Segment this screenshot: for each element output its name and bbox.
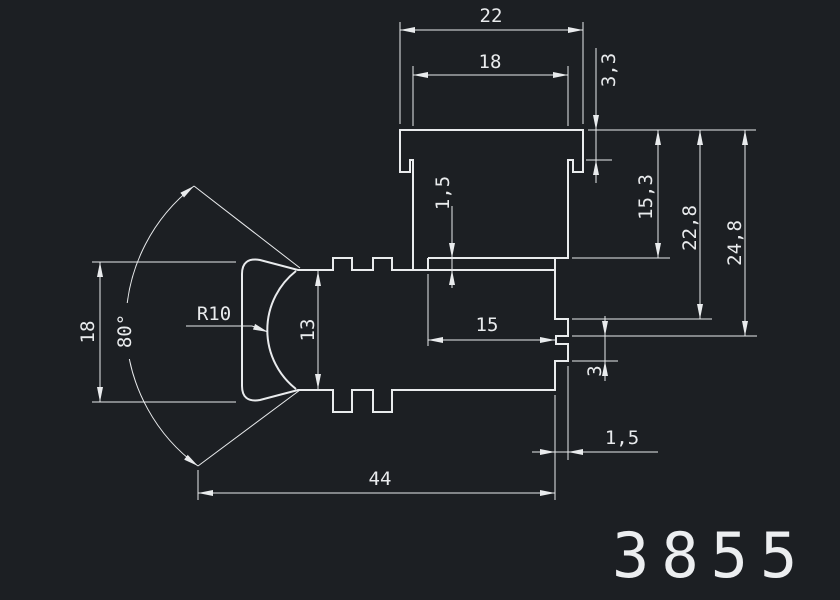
fan-line-bottom	[197, 389, 301, 467]
dim-notch-depth: 1,5	[532, 427, 658, 455]
dim-slot-step: 1,5	[432, 176, 455, 288]
part-number: 3855	[612, 519, 809, 592]
radius-leader	[186, 323, 269, 333]
dim-left-height-label: 18	[77, 321, 99, 344]
socket-arc	[266, 270, 297, 390]
dim-socket-radius-label: R10	[197, 303, 231, 325]
dim-flange-thickness-label: 3,3	[598, 53, 620, 87]
dim-height-to-slot: 15,3	[635, 130, 661, 258]
extension-lines	[92, 22, 757, 500]
profile-outline	[241, 129, 584, 413]
dim-slot-step-label: 1,5	[432, 176, 454, 210]
dim-slot-width-label: 15	[476, 314, 499, 336]
dim-left-height: 18	[77, 262, 103, 402]
dim-slot-width: 15	[428, 314, 555, 343]
dim-height-to-notch: 22,8	[679, 130, 703, 319]
dim-flange-thickness: 3,3	[593, 48, 620, 183]
dim-bottom-width: 44	[198, 468, 555, 496]
dim-height-to-notch-label: 22,8	[679, 205, 701, 251]
dim-top-body-width: 18	[413, 51, 568, 78]
dim-notch-depth-label: 1,5	[605, 427, 639, 449]
dim-height-overall-right: 24,8	[724, 130, 748, 336]
dim-notch-height-label: 3	[584, 365, 606, 376]
dim-top-body-width-label: 18	[479, 51, 502, 73]
dim-socket-radius: R10	[186, 303, 269, 333]
slot-inner-lines	[413, 257, 555, 271]
dim-notch-height: 3	[584, 316, 608, 381]
fan-line-top	[193, 185, 301, 269]
fan-construction-lines	[193, 185, 301, 467]
dim-arm-height: 13	[297, 271, 321, 389]
dim-height-overall-right-label: 24,8	[724, 220, 746, 266]
dim-fan-angle: 80°	[112, 185, 199, 467]
dim-arm-height-label: 13	[297, 319, 319, 342]
angle-label-bg	[112, 303, 136, 359]
dim-top-width-label: 22	[480, 5, 503, 27]
dim-fan-angle-label: 80°	[114, 314, 136, 348]
dim-top-width: 22	[400, 5, 583, 33]
extension-lines-path	[92, 22, 757, 500]
dim-height-to-slot-label: 15,3	[635, 174, 657, 220]
dim-bottom-width-label: 44	[369, 468, 392, 490]
profile	[241, 129, 584, 413]
